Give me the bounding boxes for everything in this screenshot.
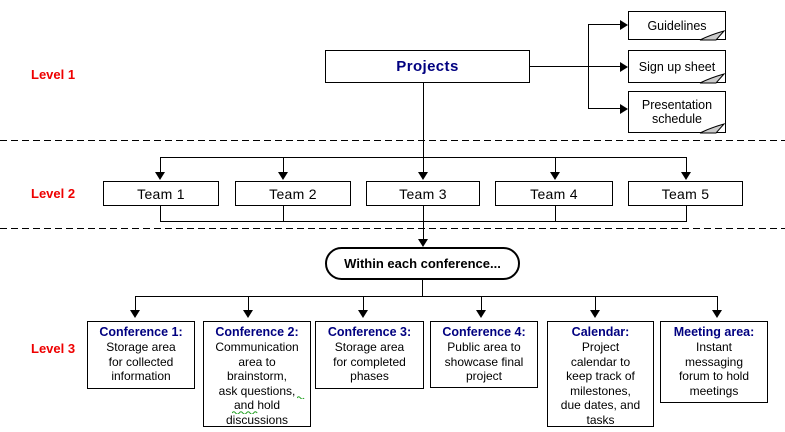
arrow-right-icon (620, 20, 628, 30)
team-5-box: Team 5 (628, 181, 743, 206)
connector-line (595, 296, 596, 311)
conference-4-title: Conference 4: (442, 325, 526, 339)
team-4-box: Team 4 (495, 181, 613, 206)
team-3-box: Team 3 (366, 181, 480, 206)
connector-line (283, 206, 284, 221)
arrow-down-icon (590, 310, 600, 318)
team-2-box: Team 2 (235, 181, 351, 206)
spellcheck-squiggle-icon (232, 411, 258, 414)
level-3-label: Level 3 (31, 341, 76, 356)
arrow-down-icon (278, 172, 288, 180)
connector-line (588, 24, 621, 25)
connector-line (160, 206, 161, 221)
arrow-down-icon (130, 310, 140, 318)
conference-4-box: Conference 4: Public area to showcase fi… (430, 321, 538, 388)
connector-line (686, 206, 687, 221)
conference-4-body: Public area to showcase final project (444, 340, 524, 383)
arrow-down-icon (418, 172, 428, 180)
conference-1-title: Conference 1: (99, 325, 183, 339)
meeting-area-box: Meeting area: Instant messaging forum to… (660, 321, 768, 403)
connector-line (160, 157, 161, 173)
arrow-down-icon (358, 310, 368, 318)
calendar-body: Project calendar to keep track of milest… (560, 340, 641, 427)
connector-line (423, 83, 424, 157)
arrow-down-icon (712, 310, 722, 318)
note-presentation-schedule: Presentation schedule (628, 91, 726, 134)
connector-line (717, 296, 718, 311)
team-1-box: Team 1 (103, 181, 219, 206)
conference-2-box: Conference 2: Communication area to brai… (203, 321, 311, 427)
arrow-down-icon (243, 310, 253, 318)
level-separator-2 (0, 228, 785, 229)
arrow-down-icon (418, 239, 428, 247)
arrow-right-icon (620, 62, 628, 72)
connector-line (555, 157, 556, 173)
team-3-label: Team 3 (399, 185, 447, 202)
connector-line (423, 221, 424, 240)
team-5-label: Team 5 (661, 185, 710, 202)
meeting-area-title: Meeting area: (673, 325, 755, 339)
folded-corner-icon (699, 123, 726, 134)
folded-corner-icon (699, 30, 726, 41)
arrow-down-icon (155, 172, 165, 180)
level-2-label: Level 2 (31, 186, 76, 201)
within-each-conference-oval: Within each conference... (325, 247, 520, 280)
connector-line (555, 206, 556, 221)
arrow-down-icon (550, 172, 560, 180)
conference-3-box: Conference 3: Storage area for completed… (315, 321, 424, 389)
folded-corner-icon (699, 73, 726, 84)
note-signup-sheet: Sign up sheet (628, 50, 726, 84)
within-each-conference-label: Within each conference... (344, 256, 501, 271)
calendar-box: Calendar: Project calendar to keep track… (547, 321, 654, 427)
arrow-down-icon (476, 310, 486, 318)
connector-line (363, 296, 364, 311)
projects-label: Projects (396, 58, 459, 75)
level-separator-1 (0, 140, 785, 141)
team-2-label: Team 2 (269, 185, 317, 202)
conference-3-body: Storage area for completed phases (333, 340, 406, 383)
connector-line (283, 157, 284, 173)
conference-1-body: Storage area for collected information (106, 340, 176, 383)
connector-line (686, 157, 687, 173)
team-1-label: Team 1 (137, 185, 185, 202)
connector-line (481, 296, 482, 311)
connector-line (248, 296, 249, 311)
connector-line (135, 296, 718, 297)
conference-3-title: Conference 3: (327, 325, 412, 339)
level-1-label: Level 1 (31, 67, 76, 82)
arrow-down-icon (681, 172, 691, 180)
connector-line (423, 157, 424, 173)
spellcheck-squiggle-icon (297, 396, 305, 399)
note-presentation-schedule-label: Presentation schedule (641, 98, 713, 126)
connector-line (135, 296, 136, 311)
note-guidelines: Guidelines (628, 11, 726, 41)
note-guidelines-label: Guidelines (647, 18, 707, 33)
connector-line (422, 280, 423, 296)
conference-2-body: Communication area to brainstorm, ask qu… (215, 340, 299, 427)
note-signup-sheet-label: Sign up sheet (638, 59, 716, 74)
connector-line (530, 66, 588, 67)
conference-1-box: Conference 1: Storage area for collected… (87, 321, 195, 389)
conference-2-title: Conference 2: (215, 325, 299, 339)
arrow-right-icon (620, 104, 628, 114)
projects-box: Projects (325, 50, 530, 83)
connector-line (588, 66, 621, 67)
meeting-area-body: Instant messaging forum to hold meetings (678, 340, 750, 398)
calendar-title: Calendar: (571, 325, 630, 339)
connector-line (423, 206, 424, 221)
connector-line (588, 108, 621, 109)
team-4-label: Team 4 (530, 185, 578, 202)
